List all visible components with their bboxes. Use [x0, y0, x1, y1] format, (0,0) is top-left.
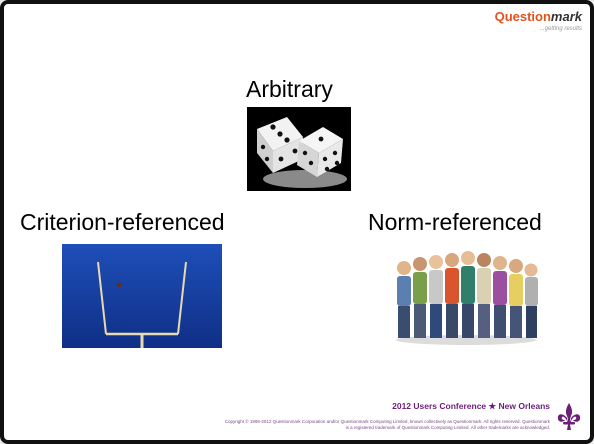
group-of-people-image [388, 246, 544, 346]
dice-image [247, 107, 351, 191]
copyright-line-2: is a registered trademark of Questionmar… [345, 425, 550, 430]
copyright-notice: Copyright © 1995-2012 Questionmark Corpo… [70, 419, 550, 431]
label-arbitrary: Arbitrary [246, 76, 333, 102]
label-criterion-referenced: Criterion-referenced [20, 209, 225, 235]
label-norm-referenced: Norm-referenced [368, 209, 542, 235]
fleur-de-lis-icon [557, 403, 581, 430]
brand-name-part1: Question [494, 9, 551, 24]
brand-tagline: ...getting results [539, 26, 582, 32]
brand-name-part2: mark [550, 9, 582, 24]
conference-title: 2012 Users Conference ★ New Orleans [392, 401, 550, 411]
copyright-line-1: Copyright © 1995-2012 Questionmark Corpo… [224, 419, 550, 424]
brand-logo: Questionmark ...getting results [495, 9, 582, 32]
football-field-image [62, 244, 222, 348]
